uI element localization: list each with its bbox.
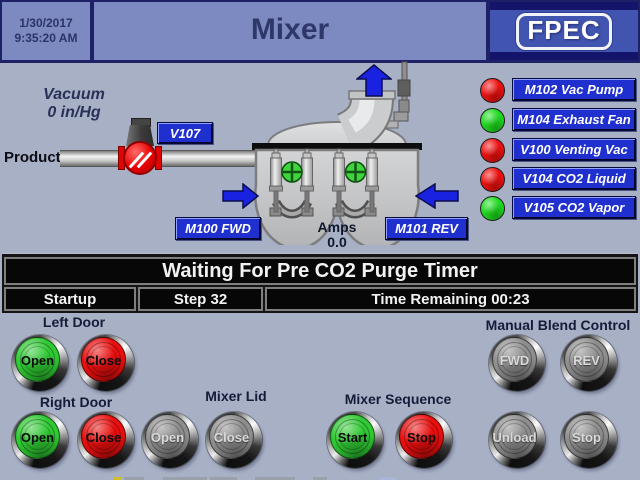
button-label: Start [337, 429, 368, 445]
mixer-sequence-label: Mixer Sequence [344, 391, 452, 407]
status-message: Waiting For Pre CO2 Purge Timer [4, 257, 636, 285]
amps-label: Amps [317, 219, 357, 235]
button-cap [209, 414, 254, 459]
v104-lamp [480, 167, 505, 192]
unload-button[interactable]: Unload [489, 412, 545, 468]
button-label: REV [573, 352, 600, 368]
cut-off-element [163, 477, 207, 480]
right-paddle [332, 199, 377, 219]
button-cap [330, 414, 375, 459]
m100-fwd-button[interactable]: M100 FWD [175, 217, 261, 240]
v104-co2-liquid-button[interactable]: V104 CO2 Liquid [512, 167, 636, 190]
m104-lamp [480, 108, 505, 133]
mixer-sequence-stop-button[interactable]: Stop [396, 412, 452, 468]
left-door-open-button[interactable]: Open [12, 335, 68, 391]
exhaust-up-arrow [356, 64, 392, 97]
right-door-label: Right Door [39, 394, 113, 410]
button-label: Stop [407, 429, 436, 445]
mixer-sequence-start-button[interactable]: Start [327, 412, 383, 468]
m104-exhaust-fan-button[interactable]: M104 Exhaust Fan [512, 108, 636, 131]
button-label: Open [20, 429, 55, 445]
cut-off-element [124, 477, 144, 480]
button-label: Close [213, 429, 250, 445]
button-cap [81, 337, 126, 382]
button-cap [15, 414, 60, 459]
fwd-flow-arrow [222, 183, 259, 209]
button-label: Close [85, 352, 122, 368]
fpec-logo: FPEC [516, 12, 612, 50]
amps-readout: Amps 0.0 [305, 220, 369, 250]
m102-vac-pump-button[interactable]: M102 Vac Pump [512, 78, 636, 101]
logo-cell: FPEC [490, 2, 638, 60]
logo-strip: FPEC [490, 10, 638, 52]
vent-instrument [357, 61, 411, 129]
rev-flow-arrow [415, 183, 459, 209]
m102-lamp [480, 78, 505, 103]
vacuum-label: Vacuum [43, 86, 105, 103]
button-label: Open [20, 352, 55, 368]
button-label: Open [150, 429, 185, 445]
button-label: FWD [499, 352, 530, 368]
v100-venting-vac-button[interactable]: V100 Venting Vac [512, 138, 636, 161]
cut-off-element [210, 477, 237, 480]
right-door-close-button[interactable]: Close [78, 412, 134, 468]
status-panel: Waiting For Pre CO2 Purge Timer Startup … [2, 253, 638, 313]
valve-actuator [126, 125, 154, 146]
status-time-remaining: Time Remaining 00:23 [265, 287, 636, 311]
left-agitator-indicator [281, 161, 303, 183]
manual-stop-button[interactable]: Stop [561, 412, 617, 468]
button-cap [492, 414, 537, 459]
page-title: Mixer [250, 13, 330, 46]
right-door-open-button[interactable]: Open [12, 412, 68, 468]
cut-off-element [255, 477, 295, 480]
v100-lamp [480, 138, 505, 163]
blend-fwd-button[interactable]: FWD [489, 335, 545, 391]
datetime-display: 1/30/2017 9:35:20 AM [2, 2, 90, 60]
button-label: Stop [572, 429, 601, 445]
button-cap [81, 414, 126, 459]
v105-co2-vapor-button[interactable]: V105 CO2 Vapor [512, 196, 636, 219]
cut-off-element [380, 477, 396, 480]
button-cap [145, 414, 190, 459]
vacuum-readout: Vacuum 0 in/Hg [18, 86, 130, 122]
time-text: 9:35:20 AM [14, 31, 78, 45]
vacuum-value: 0 in/Hg [47, 104, 101, 121]
date-text: 1/30/2017 [19, 16, 73, 30]
v107-button[interactable]: V107 [157, 122, 213, 144]
header-bar: 1/30/2017 9:35:20 AM Mixer FPEC [0, 0, 640, 63]
right-agitator-indicator [344, 161, 367, 183]
status-mode: Startup [4, 287, 136, 311]
mixer-lid-label: Mixer Lid [205, 388, 267, 404]
title-cell: Mixer [94, 2, 486, 60]
button-label: Unload [492, 429, 537, 445]
mixer-lid-close-button[interactable]: Close [206, 412, 262, 468]
left-door-close-button[interactable]: Close [78, 335, 134, 391]
manual-blend-label: Manual Blend Control [485, 317, 631, 333]
button-cap [399, 414, 444, 459]
button-cap [15, 337, 60, 382]
product-label: Product [4, 149, 61, 166]
mixer-lid-open-button[interactable]: Open [142, 412, 198, 468]
cut-off-element [114, 477, 122, 480]
status-step: Step 32 [138, 287, 263, 311]
v105-lamp [480, 196, 505, 221]
left-paddle [269, 199, 314, 219]
v107-valve-icon[interactable] [123, 141, 157, 175]
m101-rev-button[interactable]: M101 REV [385, 217, 468, 240]
button-label: Close [85, 429, 122, 445]
button-cap [492, 337, 537, 382]
left-door-label: Left Door [42, 314, 106, 330]
blend-rev-button[interactable]: REV [561, 335, 617, 391]
amps-value: 0.0 [327, 234, 347, 250]
cut-off-element [313, 477, 327, 480]
button-cap [564, 414, 609, 459]
spray-rods [269, 148, 379, 213]
button-cap [564, 337, 609, 382]
